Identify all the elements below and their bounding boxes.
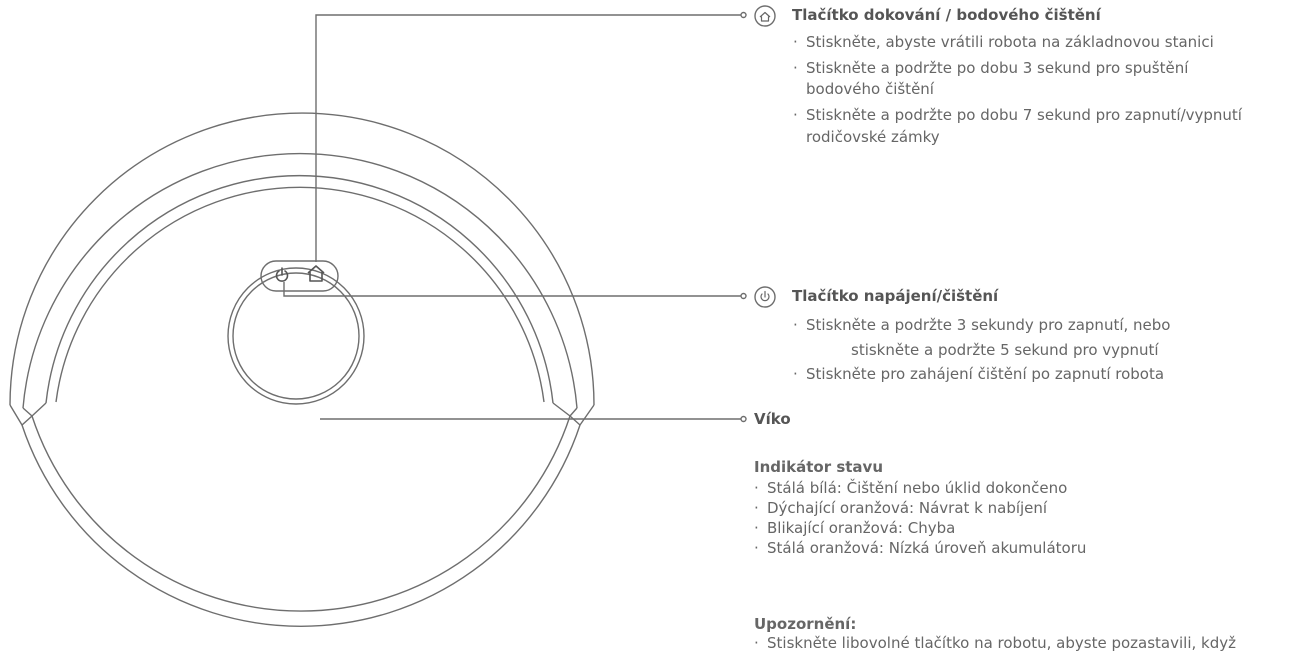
dock-bullet: · Stiskněte a podržte po dobu 7 sekund pr… — [793, 106, 1242, 124]
status-item-text: Stálá bílá: Čištění nebo úklid dokončeno — [767, 479, 1068, 497]
power-icon — [760, 290, 770, 302]
power-bullet-text: Stiskněte a podržte 3 sekundy pro zapnut… — [806, 316, 1171, 334]
power-bullet: · Stiskněte a podržte 3 sekundy pro zapnu… — [793, 316, 1170, 334]
bullet-symbol: · — [793, 59, 798, 77]
status-item: · Dýchající oranžová: Návrat k nabíjení — [754, 499, 1047, 517]
home-icon — [307, 265, 325, 282]
status-item: · Stálá oranžová: Nízká úroveň akumulátor… — [754, 539, 1086, 557]
bumper-inner-arc — [22, 152, 578, 409]
power-leader-line — [283, 282, 741, 297]
notice-item: · Stiskněte libovolné tlačítko na robotu,… — [754, 634, 1236, 652]
power-button-title: Tlačítko napájení/čištění — [792, 287, 999, 305]
bullet-symbol: · — [754, 539, 759, 557]
center-ring-outer — [227, 267, 365, 405]
lid-leader-dot — [740, 415, 747, 423]
status-indicator-heading: Indikátor stavu — [754, 458, 884, 476]
left-bumper-step — [22, 407, 33, 417]
dock-bullet: · Stiskněte, abyste vrátili robota na zák… — [793, 33, 1214, 51]
lid-inner-arc — [55, 186, 545, 403]
right-bumper-step — [569, 407, 578, 417]
dock-bullet-text: Stiskněte, abyste vrátili robota na zákl… — [806, 33, 1214, 51]
status-item-text: Blikající oranžová: Chyba — [767, 519, 956, 537]
power-icon — [275, 267, 289, 282]
bullet-symbol: · — [754, 499, 759, 517]
dock-bullet-text: Stiskněte a podržte po dobu 7 sekund pro… — [806, 106, 1242, 124]
status-item: · Stálá bílá: Čištění nebo úklid dokončen… — [754, 479, 1067, 497]
power-bullet: · Stiskněte pro zahájení čištění po zapnu… — [793, 365, 1164, 383]
lower-body-outer-arc — [21, 424, 581, 627]
button-pill — [260, 260, 339, 292]
lid-title: Víko — [754, 410, 791, 428]
status-item-text: Dýchající oranžová: Návrat k nabíjení — [767, 499, 1048, 517]
bullet-symbol: · — [793, 365, 798, 383]
left-bumper-tip — [9, 402, 47, 427]
power-bullet-continuation: stiskněte a podržte 5 sekund pro vypnutí — [851, 341, 1159, 359]
right-bumper-tip — [552, 402, 595, 427]
center-ring-inner — [232, 272, 360, 400]
power-bullet-text: Stiskněte pro zahájení čištění po zapnut… — [806, 365, 1165, 383]
dock-bullet-text: Stiskněte a podržte po dobu 3 sekund pro… — [806, 59, 1189, 77]
dock-leader-dot — [740, 11, 747, 19]
bullet-symbol: · — [793, 33, 798, 51]
bullet-symbol: · — [754, 519, 759, 537]
lid-outer-arc — [45, 175, 554, 404]
dock-bullet: · Stiskněte a podržte po dobu 3 sekund pr… — [793, 59, 1188, 77]
notice-item-text: Stiskněte libovolné tlačítko na robotu, … — [767, 634, 1236, 652]
notice-heading: Upozornění: — [754, 615, 857, 633]
dock-bullet-continuation: rodičovské zámky — [806, 128, 940, 146]
status-item: · Blikající oranžová: Chyba — [754, 519, 955, 537]
robot-body — [9, 112, 595, 627]
bumper-outer-arc — [9, 112, 595, 406]
bullet-symbol: · — [793, 106, 798, 124]
dock-bullet-continuation: bodového čištění — [806, 80, 934, 98]
bullet-symbol: · — [793, 316, 798, 334]
status-item-text: Stálá oranžová: Nízká úroveň akumulátoru — [767, 539, 1087, 557]
bullet-symbol: · — [754, 634, 759, 652]
dock-leader-line — [315, 14, 741, 262]
dock-callout-circle — [754, 5, 776, 27]
bullet-symbol: · — [754, 479, 759, 497]
lower-body-inner-arc — [31, 415, 571, 612]
dock-button-title: Tlačítko dokování / bodového čištění — [792, 6, 1101, 24]
power-callout-circle — [754, 286, 776, 308]
power-leader-dot — [740, 292, 747, 300]
home-icon — [759, 11, 771, 22]
